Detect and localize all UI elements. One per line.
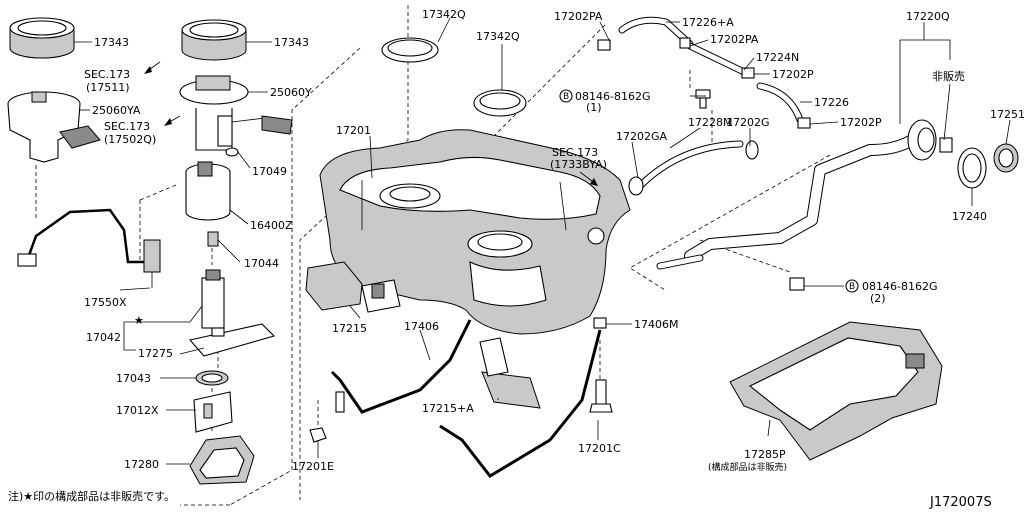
label-17202p-a: 17202P bbox=[772, 68, 814, 81]
label-17220q: 17220Q bbox=[906, 10, 950, 23]
bolt-a bbox=[695, 89, 711, 109]
ring-17342q-top bbox=[381, 37, 439, 63]
label-17406: 17406 bbox=[404, 320, 439, 333]
label-17215a: 17215+A bbox=[422, 402, 474, 415]
label-17012x: 17012X bbox=[116, 404, 159, 417]
label-17343-right: 17343 bbox=[274, 36, 309, 49]
label-17202pa-a: 17202PA bbox=[554, 10, 603, 23]
leader-lines bbox=[74, 17, 1011, 465]
label-sec173-17511: SEC.173 bbox=[84, 68, 130, 81]
cap-17251 bbox=[993, 143, 1019, 173]
bolt-a-marker bbox=[559, 89, 573, 103]
label-17240: 17240 bbox=[952, 210, 987, 223]
label-17228m: 17228M bbox=[688, 116, 732, 129]
bolt-b-marker bbox=[845, 279, 859, 293]
lock-ring-17343-left bbox=[9, 17, 75, 59]
label-17043: 17043 bbox=[116, 372, 151, 385]
lock-ring-17343-right bbox=[181, 19, 247, 61]
label-17342q-top: 17342Q bbox=[422, 8, 466, 21]
fuel-tank-17201 bbox=[319, 129, 631, 335]
label-bolt-a-code: 08146-8162G bbox=[575, 90, 650, 103]
label-17202pa-b: 17202PA bbox=[710, 33, 759, 46]
label-17042: 17042 bbox=[86, 331, 121, 344]
label-17202p-b: 17202P bbox=[840, 116, 882, 129]
label-17285p: 17285P bbox=[744, 448, 786, 461]
cover-17285p bbox=[729, 321, 943, 461]
bolt-17201c bbox=[589, 379, 613, 413]
label-bolt-a-qty: (1) bbox=[586, 101, 602, 114]
label-17049: 17049 bbox=[252, 165, 287, 178]
pump-17042 bbox=[188, 269, 276, 357]
filter-16400z bbox=[185, 161, 231, 221]
label-17201: 17201 bbox=[336, 124, 371, 137]
bracket-17012x bbox=[193, 391, 233, 433]
strap-17406m bbox=[439, 317, 607, 478]
hose-17226a bbox=[597, 16, 694, 51]
strap-17406 bbox=[330, 319, 472, 414]
diagram-id: J172007S bbox=[929, 495, 992, 510]
label-25060ya: 25060YA bbox=[92, 104, 141, 117]
label-17550x: 17550X bbox=[84, 296, 127, 309]
label-star: ★ bbox=[134, 314, 144, 327]
label-25060y: 25060Y bbox=[270, 86, 312, 99]
bolt-a-marker-letter: B bbox=[563, 92, 569, 102]
label-not-sold: 非販売 bbox=[932, 70, 965, 83]
sec-arrows bbox=[144, 61, 598, 186]
label-sec173-17511-ref: (17511) bbox=[86, 81, 130, 94]
label-17226a: 17226+A bbox=[682, 16, 734, 29]
label-bolt-b-qty: (2) bbox=[870, 292, 886, 305]
label-17224n: 17224N bbox=[756, 51, 799, 64]
label-17044: 17044 bbox=[244, 257, 279, 270]
label-17251: 17251 bbox=[990, 108, 1024, 121]
label-16400z: 16400Z bbox=[250, 219, 293, 232]
bolt-b-marker-letter: B bbox=[849, 282, 855, 292]
grommet-17044 bbox=[207, 231, 219, 247]
filler-tube-17220q bbox=[656, 119, 953, 270]
label-17201c: 17201C bbox=[578, 442, 621, 455]
label-17406m: 17406M bbox=[634, 318, 678, 331]
ring-17043 bbox=[195, 370, 229, 386]
bolt-17201e bbox=[309, 427, 327, 443]
label-17343-left: 17343 bbox=[94, 36, 129, 49]
ring-17342q-second bbox=[473, 89, 527, 117]
label-bolt-b-code: 08146-8162G bbox=[862, 280, 937, 293]
sender-25060ya bbox=[7, 91, 101, 163]
label-sec173-1733bya: SEC.173 bbox=[552, 146, 598, 159]
label-sec173-17502q-ref: (17502Q) bbox=[104, 133, 156, 146]
hose-17224n bbox=[679, 37, 755, 79]
pad-17215a bbox=[479, 337, 541, 409]
label-17201e: 17201E bbox=[292, 460, 334, 473]
label-17215: 17215 bbox=[332, 322, 367, 335]
pad-17215 bbox=[305, 261, 401, 313]
label-17275: 17275 bbox=[138, 347, 173, 360]
hose-17228m bbox=[628, 140, 759, 196]
harness-17550x bbox=[17, 208, 161, 288]
reservoir-17280 bbox=[189, 435, 255, 485]
label-17202g: 17202G bbox=[726, 116, 770, 129]
seal-17240 bbox=[957, 147, 987, 189]
pump-module-25060y bbox=[179, 75, 293, 157]
label-17342q-second: 17342Q bbox=[476, 30, 520, 43]
label-17285p-note: (構成部品は非販売) bbox=[708, 461, 787, 473]
label-sec173-1733bya-ref: (1733BYA) bbox=[550, 158, 607, 171]
label-17202ga: 17202GA bbox=[616, 130, 668, 143]
hose-17226 bbox=[756, 82, 811, 129]
footnote: 注)★印の構成部品は非販売です。 bbox=[8, 489, 175, 503]
label-17280: 17280 bbox=[124, 458, 159, 471]
label-sec173-17502q: SEC.173 bbox=[104, 120, 150, 133]
bolt-b bbox=[789, 277, 805, 291]
label-17226: 17226 bbox=[814, 96, 849, 109]
